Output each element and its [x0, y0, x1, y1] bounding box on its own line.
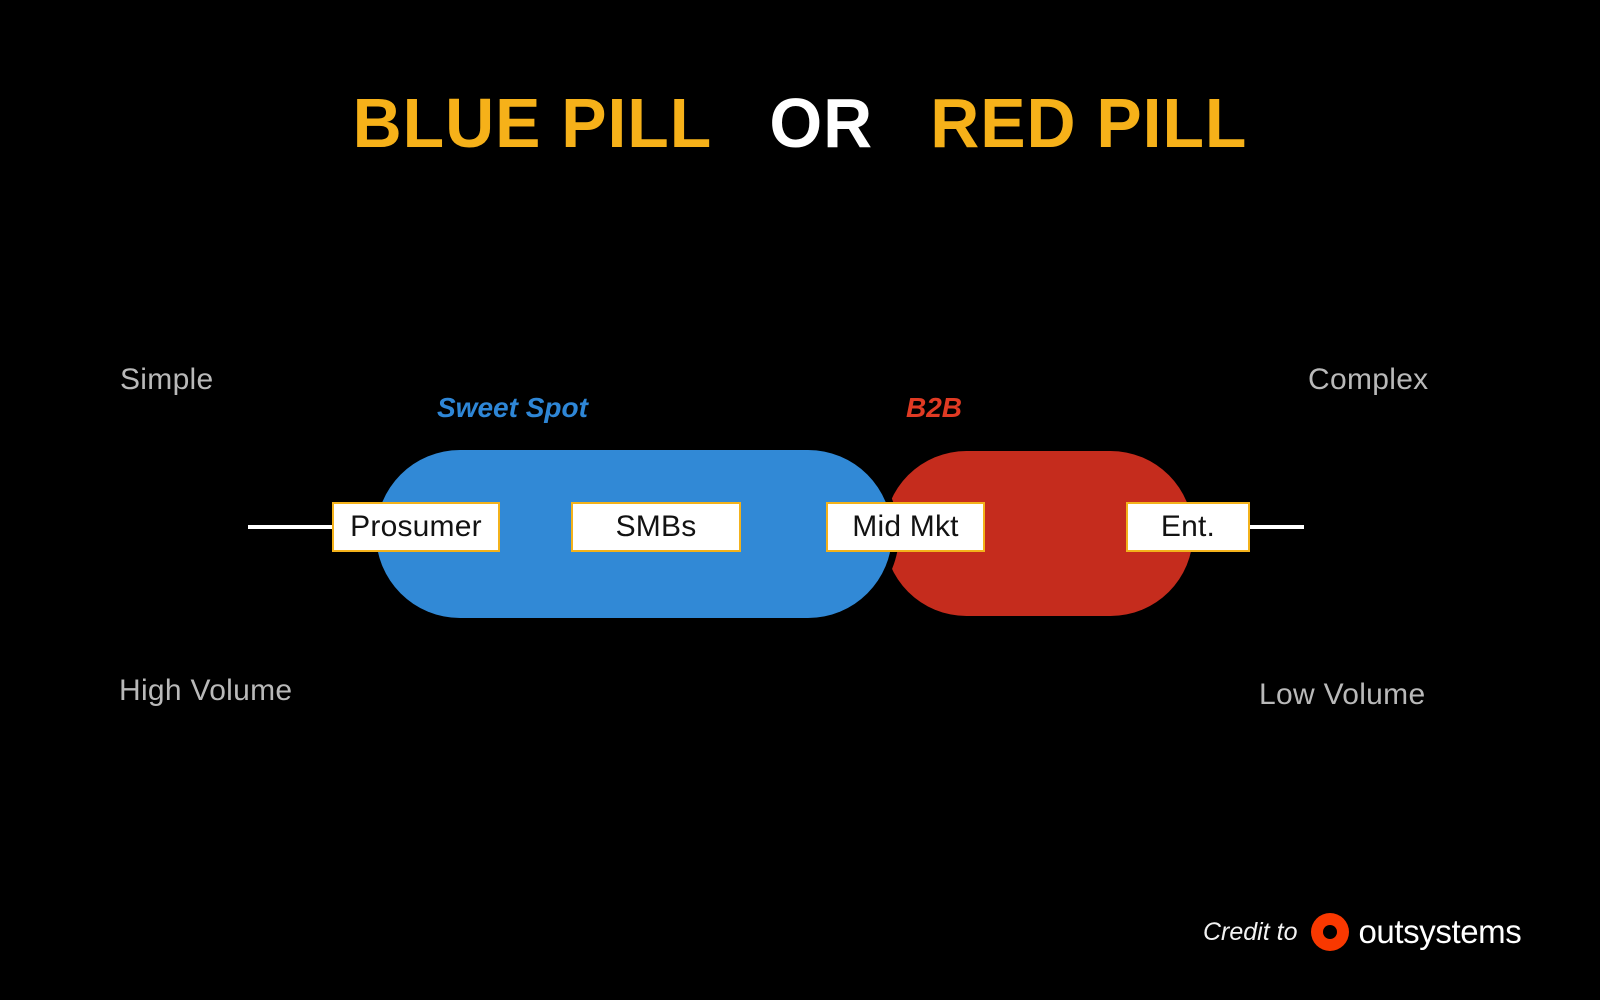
segment-label-ent: Ent.: [1160, 510, 1216, 543]
axis-label-high-volume: High Volume: [119, 674, 293, 707]
segment-label-smbs: SMBs: [615, 510, 697, 543]
caption-sweet-spot: Sweet Spot: [437, 392, 588, 423]
spectrum-line-left: [248, 525, 334, 529]
spectrum-line-right: [1249, 525, 1304, 529]
credit-block: Credit to outsystems: [1203, 913, 1522, 951]
title-part-blue-pill: BLUE PILL: [352, 84, 713, 162]
segment-label-mid-mkt: Mid Mkt: [852, 510, 959, 543]
segment-box-prosumer[interactable]: Prosumer: [332, 502, 500, 552]
title-connector-or: OR: [769, 84, 874, 162]
outsystems-ring-icon: [1311, 913, 1350, 951]
axis-label-low-volume: Low Volume: [1259, 678, 1426, 711]
segment-box-smbs[interactable]: SMBs: [571, 502, 741, 552]
segment-box-ent[interactable]: Ent.: [1126, 502, 1250, 552]
axis-label-complex: Complex: [1308, 363, 1429, 396]
caption-b2b: B2B: [906, 392, 963, 423]
page-title: BLUE PILL OR RED PILL: [24, 88, 1576, 158]
axis-label-simple: Simple: [120, 363, 214, 396]
credit-text: Credit to: [1203, 917, 1298, 946]
outsystems-wordmark: outsystems: [1358, 913, 1522, 950]
segment-box-mid-mkt[interactable]: Mid Mkt: [826, 502, 985, 552]
segment-label-prosumer: Prosumer: [350, 510, 482, 543]
outsystems-logo[interactable]: outsystems: [1311, 913, 1522, 951]
title-part-red-pill: RED PILL: [930, 84, 1248, 162]
